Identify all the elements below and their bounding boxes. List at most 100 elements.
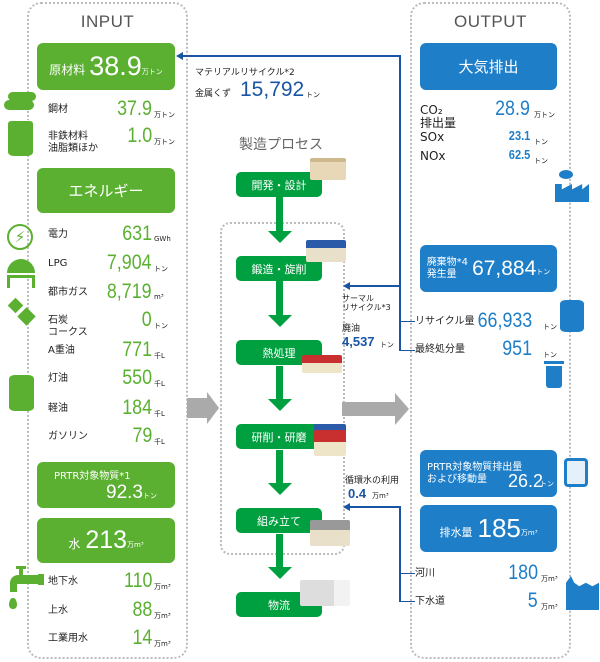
raw-value: 38.9	[89, 51, 142, 81]
assembly-building-icon	[310, 520, 350, 546]
energy-item-unit: 千L	[154, 352, 165, 360]
air-item-value: 62.5	[508, 147, 530, 162]
energy-item-value: 0	[142, 308, 152, 331]
energy-item-unit: m³	[154, 293, 164, 301]
energy-item-label: LPG	[48, 258, 68, 269]
energy-item-value: 184	[122, 396, 152, 419]
recycle-line	[399, 55, 401, 351]
recycle-drum-icon	[560, 300, 584, 332]
air-item-value: 28.9	[495, 97, 530, 120]
factory-building-icon	[306, 240, 346, 262]
energy-item-label: 軽油	[48, 403, 68, 414]
input-to-process-arrow	[187, 398, 207, 418]
air-item-value: 23.1	[508, 128, 530, 143]
metal-scrap-unit: トン	[306, 91, 320, 99]
waste-oil-label: 廃油	[342, 324, 361, 334]
waste-box: 廃棄物*4 発生量 67,884 トン	[420, 245, 557, 292]
gas-tank-icon	[7, 259, 35, 289]
drain-item-value: 5	[528, 589, 538, 612]
waste-oil-unit: トン	[380, 341, 394, 349]
prtr-input-unit: トン	[143, 491, 157, 500]
energy-item-label: 石炭 コークス	[48, 315, 88, 338]
thermal-recycle-line	[349, 285, 400, 287]
water-recycle-line	[399, 506, 401, 602]
energy-item-value: 79	[132, 424, 152, 447]
flow-arrow-head	[268, 567, 292, 579]
prtr-output-label: PRTR対象物質排出量 および移動量	[427, 461, 523, 485]
energy-item-value: 550	[122, 366, 152, 389]
energy-item-value: 7,904	[107, 251, 152, 274]
air-item-label: NOx	[420, 149, 446, 163]
raw-material-box: 原材料 38.9 万トン	[37, 43, 175, 90]
drainage-value: 185	[477, 513, 521, 543]
flow-arrow-head	[268, 483, 292, 495]
flow-arrow-head	[268, 315, 292, 327]
step-forging: 鍛造・旋削	[236, 256, 322, 281]
raw-label: 原材料	[49, 63, 86, 77]
water-item-value: 88	[132, 598, 152, 621]
prtr-input-box: PRTR対象物質*1 92.3トン	[37, 462, 175, 508]
drum-icon	[8, 120, 33, 156]
river-tick	[399, 573, 415, 574]
waste-item-value: 66,933	[477, 309, 532, 332]
air-item-unit: トン	[534, 157, 548, 165]
water-item-unit: 万m³	[154, 640, 171, 648]
drain-item-value: 180	[508, 561, 538, 584]
energy-item-unit: 千L	[154, 380, 165, 388]
raw-item-unit: 万トン	[154, 138, 175, 146]
drainage-label: 排水量	[439, 525, 473, 539]
energy-item-label: A重油	[48, 345, 75, 356]
process-to-output-arrow	[342, 402, 395, 416]
water-item-unit: 万m³	[154, 612, 171, 620]
process-to-output-arrow-head	[395, 393, 409, 425]
air-item-unit: 万トン	[534, 111, 555, 119]
drain-item-label: 下水道	[415, 596, 445, 607]
waste-item-unit: トン	[543, 351, 557, 359]
step-assembly: 組み立て	[236, 508, 322, 533]
flow-arrow	[276, 281, 283, 315]
water-item-label: 工業用水	[48, 633, 88, 644]
flow-arrow	[276, 534, 283, 567]
metal-scrap-value: 15,792	[240, 78, 305, 101]
raw-item-value: 37.9	[117, 97, 152, 120]
energy-item-value: 771	[122, 338, 152, 361]
water-item-label: 上水	[48, 605, 68, 616]
raw-item-label: 鋼材	[48, 104, 68, 115]
energy-item-label: 都市ガス	[48, 287, 88, 298]
metal-scrap-label: 金属くず	[195, 89, 232, 99]
prtr-input-label: PRTR対象物質*1	[54, 470, 131, 482]
raw-item-unit: 万トン	[154, 111, 175, 119]
waste-item-label: リサイクル量	[415, 316, 475, 327]
waste-unit: トン	[536, 267, 551, 276]
flow-arrow-head	[268, 231, 292, 243]
raw-item-value: 1.0	[127, 124, 152, 147]
input-panel: INPUT	[27, 2, 188, 659]
water-item-value: 110	[123, 569, 152, 592]
prtr-input-value-wrap: 92.3トン	[37, 482, 175, 504]
water-value: 213	[85, 526, 128, 554]
arrow-head-icon	[176, 52, 183, 60]
waste-item-unit: トン	[543, 323, 557, 331]
process-title: 製造プロセス	[239, 137, 323, 153]
raw-item-label: 非鉄材料 油脂類ほか	[48, 131, 98, 154]
water-label: 水	[68, 537, 81, 551]
energy-item-label: 灯油	[48, 373, 68, 384]
energy-item-value: 8,719	[107, 280, 152, 303]
water-item-label: 地下水	[48, 576, 78, 587]
trash-can-icon	[544, 361, 564, 389]
waste-item-value: 951	[502, 337, 532, 360]
waste-value: 67,884	[472, 256, 537, 280]
waste-oil-value: 4,537	[342, 334, 375, 349]
energy-box: エネルギー	[37, 168, 175, 213]
water-unit: 万m³	[127, 540, 144, 549]
recycle-tick	[399, 321, 415, 322]
energy-item-unit: トン	[154, 265, 168, 273]
steel-pipes-icon	[2, 90, 36, 112]
energy-label: エネルギー	[68, 182, 144, 200]
arrow-head-icon	[343, 503, 350, 511]
prtr-output-box: PRTR対象物質排出量 および移動量 26.2 トン	[420, 450, 557, 497]
air-emission-box: 大気排出	[420, 43, 557, 90]
prtr-input-value: 92.3	[106, 481, 143, 503]
output-title: OUTPUT	[454, 12, 527, 31]
jerry-can-icon	[564, 458, 588, 487]
